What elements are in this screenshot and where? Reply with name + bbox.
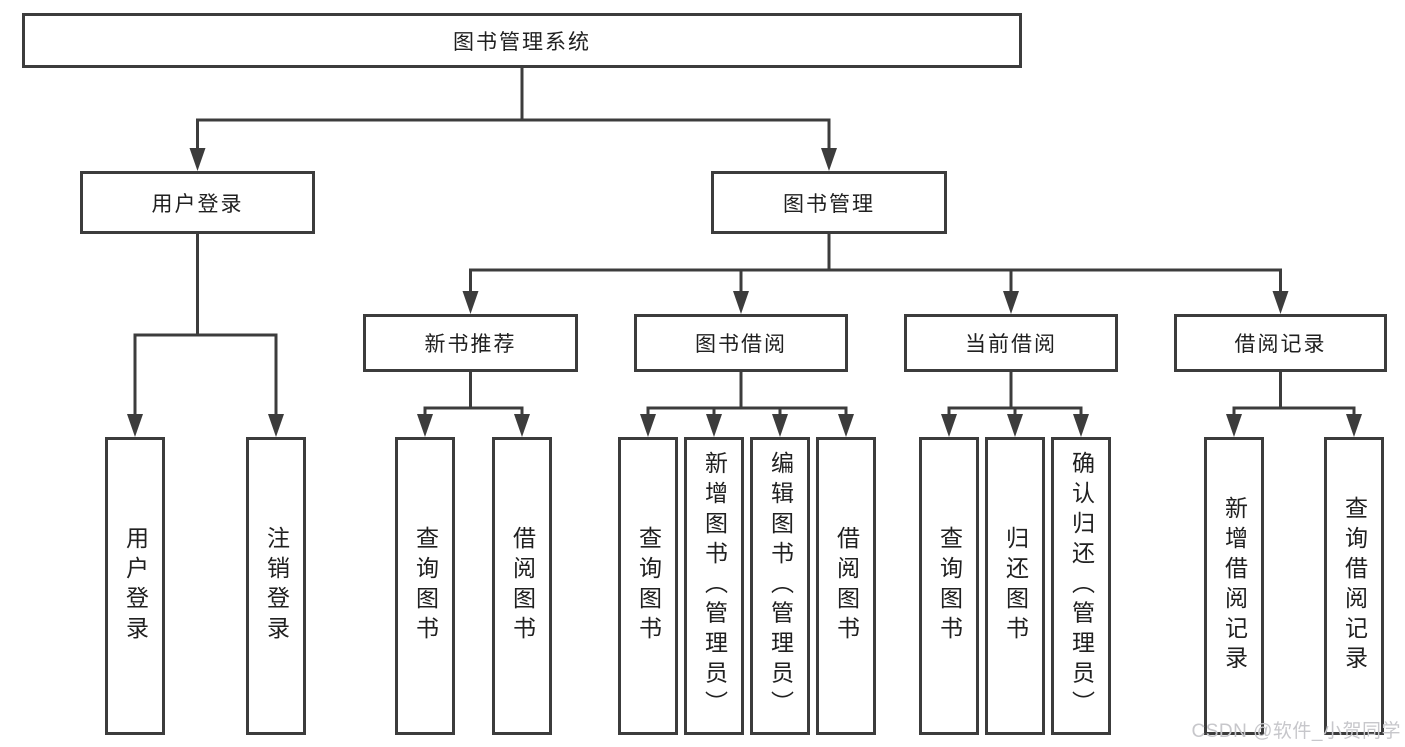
node-label: 查询借阅记录: [1341, 496, 1368, 676]
watermark: CSDN @软件_小贺同学: [1191, 721, 1401, 742]
node-label: 新书推荐: [424, 333, 517, 356]
leaf-logout: 注销登录: [246, 437, 306, 735]
node-label: 图书管理: [783, 192, 875, 216]
node-library-management-system: 图书管理系统: [22, 13, 1022, 68]
node-label: 新增借阅记录: [1221, 496, 1248, 676]
leaf-borrow-books-recommend: 借阅图书: [492, 437, 552, 735]
leaf-add-books-admin: 新增图书（管理员）: [684, 437, 744, 735]
leaf-query-books-current: 查询图书: [919, 437, 979, 735]
leaf-query-books-recommend: 查询图书: [395, 437, 455, 735]
node-label: 查询图书: [936, 526, 963, 646]
node-label: 归还图书: [1002, 526, 1029, 646]
node-label: 图书管理系统: [453, 30, 591, 54]
leaf-confirm-return-admin: 确认归还（管理员）: [1051, 437, 1111, 735]
node-label: 确认归还（管理员）: [1068, 451, 1095, 721]
node-label: 用户登录: [151, 192, 244, 216]
node-current-borrowing: 当前借阅: [904, 314, 1118, 372]
node-label: 查询图书: [412, 526, 439, 646]
node-label: 新增图书（管理员）: [701, 451, 728, 721]
node-borrow-records: 借阅记录: [1174, 314, 1387, 372]
node-label: 借阅图书: [833, 526, 860, 646]
leaf-borrow-books: 借阅图书: [816, 437, 876, 735]
node-label: 注销登录: [263, 526, 290, 646]
node-label: 借阅图书: [509, 526, 536, 646]
node-label: 查询图书: [635, 526, 662, 646]
leaf-add-borrow-record: 新增借阅记录: [1204, 437, 1264, 735]
node-user-login: 用户登录: [80, 171, 315, 234]
node-label: 图书借阅: [695, 333, 787, 356]
leaf-user-login: 用户登录: [105, 437, 165, 735]
node-book-borrowing: 图书借阅: [634, 314, 848, 372]
leaf-query-books-borrowing: 查询图书: [618, 437, 678, 735]
node-label: 编辑图书（管理员）: [767, 451, 794, 721]
node-label: 用户登录: [122, 526, 149, 646]
leaf-return-books: 归还图书: [985, 437, 1045, 735]
node-book-management: 图书管理: [711, 171, 947, 234]
leaf-edit-books-admin: 编辑图书（管理员）: [750, 437, 810, 735]
leaf-query-borrow-record: 查询借阅记录: [1324, 437, 1384, 735]
node-label: 借阅记录: [1234, 333, 1327, 356]
node-label: 当前借阅: [965, 333, 1057, 356]
node-new-book-recommend: 新书推荐: [363, 314, 578, 372]
